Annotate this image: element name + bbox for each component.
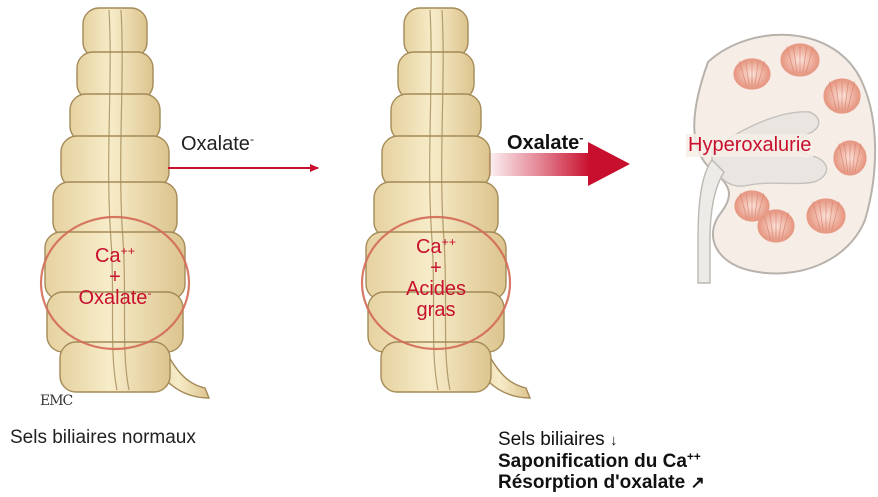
intestine-segment (61, 136, 169, 188)
fatty-acids-label: Acides (361, 279, 511, 300)
caption-saponification: Saponification du Ca++ (498, 451, 705, 472)
intestine-left (45, 8, 209, 398)
kidney (694, 35, 875, 283)
intestine-segment (398, 52, 474, 100)
oxalate-label-middle: Oxalate- (507, 132, 583, 155)
oxalate-label-left: Oxalate- (181, 133, 254, 156)
intestine-segment (404, 8, 468, 58)
calcium-label: Ca++ (361, 237, 511, 258)
oxalate-label: Oxalate- (40, 288, 190, 309)
emc-logo: EMC (40, 393, 72, 409)
down-arrow-icon: ↓ (610, 432, 618, 449)
plus-label: + (361, 258, 511, 279)
circle-text-middle: Ca++ + Acides gras (361, 237, 511, 321)
intestine-segment (391, 94, 481, 142)
intestine-segment (83, 8, 147, 58)
caption-left: Sels biliaires normaux (10, 427, 196, 449)
circle-text-left: Ca++ + Oxalate- (40, 246, 190, 309)
up-right-arrow-icon: ↗ (690, 473, 704, 492)
intestine-segment (77, 52, 153, 100)
intestine-middle (366, 8, 530, 398)
plus-label: + (40, 267, 190, 288)
hyperoxalurie-label: Hyperoxalurie (686, 134, 813, 157)
caption-resorption: Résorption d'oxalate ↗ (498, 472, 705, 493)
caption-middle: Sels biliaires ↓ Saponification du Ca++ … (498, 429, 705, 493)
intestine-segment (70, 94, 160, 142)
calcium-label: Ca++ (40, 246, 190, 267)
caption-bile-salts: Sels biliaires ↓ (498, 429, 705, 451)
intestine-segment (382, 136, 490, 188)
gras-label: gras (361, 300, 511, 321)
